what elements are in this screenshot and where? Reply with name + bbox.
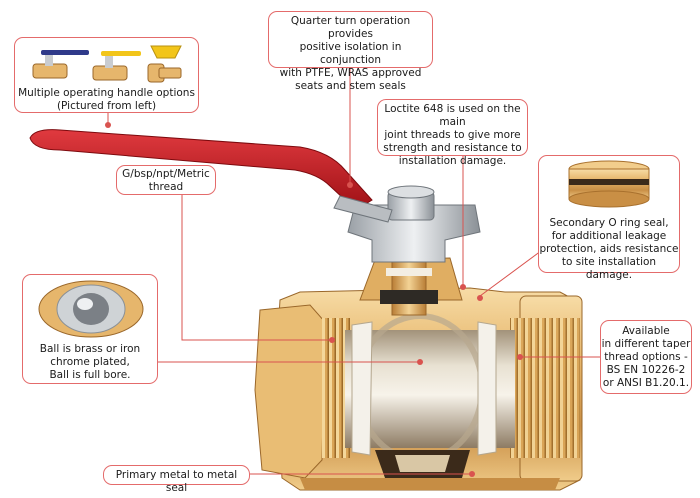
dot-loctite <box>460 284 466 290</box>
seat-left <box>351 321 373 456</box>
thumb-valve-1 <box>32 50 89 79</box>
dot-taper <box>517 354 523 360</box>
leader-dots <box>105 122 523 477</box>
valve-body <box>254 185 583 491</box>
red-handle <box>29 129 393 223</box>
seat-right <box>477 321 497 456</box>
dot-quarter-turn <box>347 182 353 188</box>
callout-handles: Multiple operating handle options (Pictu… <box>14 37 199 113</box>
thumb-valve-2 <box>92 51 141 81</box>
callout-o-ring: Secondary O ring seal, for additional le… <box>538 155 680 281</box>
callout-taper-text: Available in different taper thread opti… <box>601 325 691 389</box>
dot-handles <box>105 122 111 128</box>
dot-o-ring <box>477 295 483 301</box>
thumb-valve-3 <box>147 45 182 83</box>
taper-thread <box>510 318 580 458</box>
callout-ball-text: Ball is brass or iron chrome plated, Bal… <box>39 343 141 381</box>
leader-o-ring <box>479 247 546 297</box>
callout-seal: Primary metal to metal seal <box>103 465 250 494</box>
callout-thread-text: G/bsp/npt/Metric thread <box>122 168 210 193</box>
callout-seal-text: Primary metal to metal seal <box>115 469 238 494</box>
callout-loctite-text: Loctite 648 is used on the main joint th… <box>383 103 522 167</box>
callout-quarter-turn: Quarter turn operation provides positive… <box>268 11 433 92</box>
callout-ball: Ball is brass or iron chrome plated, Bal… <box>22 274 158 384</box>
leader-thread <box>181 192 330 341</box>
dot-ball <box>417 359 423 365</box>
handle-options-image <box>32 45 182 83</box>
callout-thread: G/bsp/npt/Metric thread <box>116 165 216 195</box>
callout-loctite: Loctite 648 is used on the main joint th… <box>377 99 528 167</box>
o-ring-image <box>568 160 650 208</box>
leader-lines <box>107 68 605 475</box>
dot-seal <box>469 471 475 477</box>
ball-image <box>38 280 144 338</box>
callout-quarter-turn-text: Quarter turn operation provides positive… <box>279 15 422 92</box>
callout-taper: Available in different taper thread opti… <box>600 320 692 394</box>
dot-thread <box>329 337 335 343</box>
callout-o-ring-text: Secondary O ring seal, for additional le… <box>539 217 679 281</box>
callout-handles-text: Multiple operating handle options (Pictu… <box>18 87 195 112</box>
